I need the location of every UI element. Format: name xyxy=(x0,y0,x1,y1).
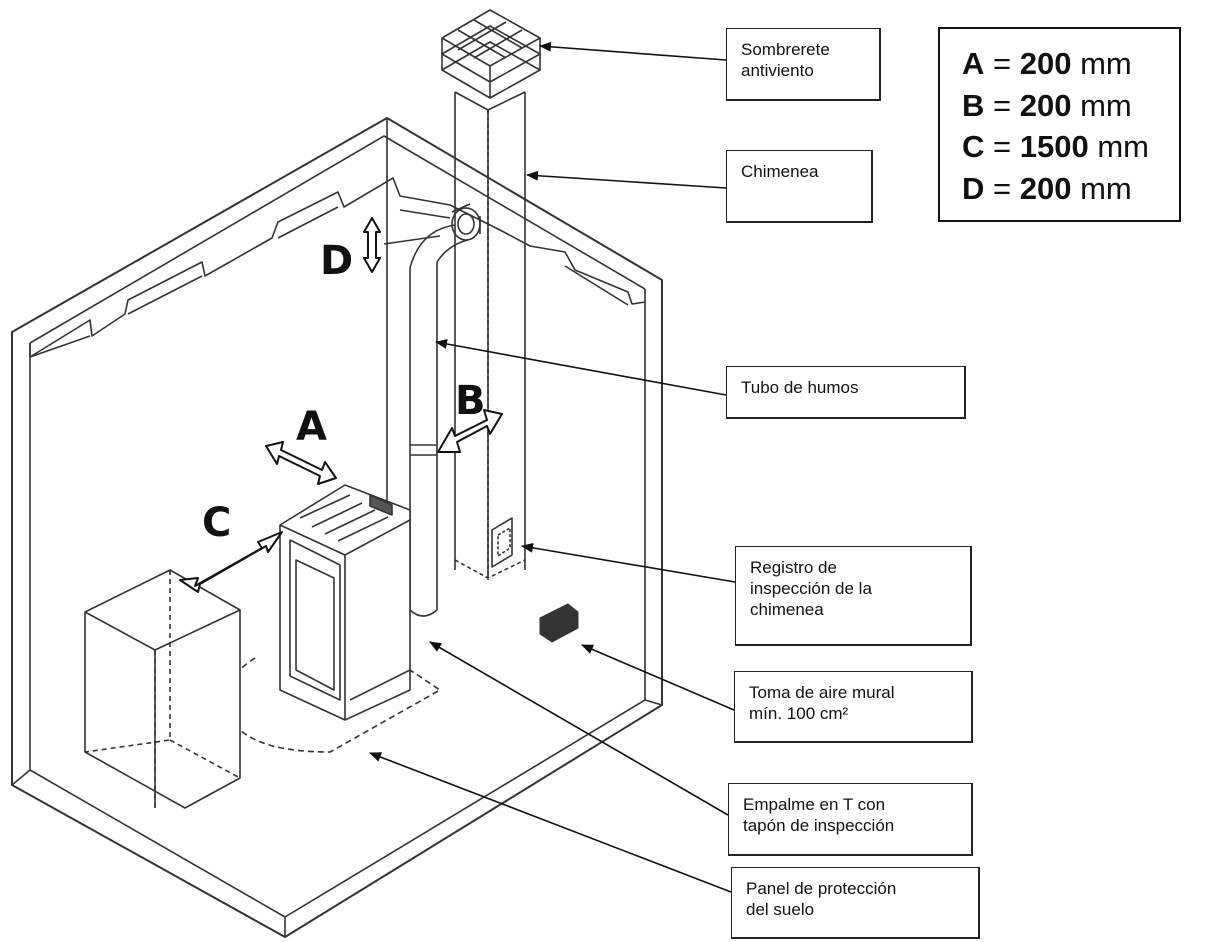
callout-registro: Registro de inspección de la chimenea xyxy=(735,546,972,646)
leader-toma xyxy=(581,644,735,711)
callout-sombrerete: Sombrerete antiviento xyxy=(726,28,881,101)
dimension-letter: D xyxy=(962,170,985,206)
clearance-line-d xyxy=(383,235,441,245)
callout-toma-text: Toma de aire mural mín. 100 cm² xyxy=(749,683,895,723)
dimension-row-b: B = 200 mm xyxy=(962,85,1157,127)
leader-registro xyxy=(521,542,736,583)
callout-toma: Toma de aire mural mín. 100 cm² xyxy=(734,671,973,743)
chimney-inspection-register xyxy=(491,517,513,568)
dimension-unit: mm xyxy=(1071,87,1132,123)
leader-chimenea xyxy=(526,170,727,189)
callout-panel-text: Panel de protección del suelo xyxy=(746,879,897,919)
dim-letter-d: D xyxy=(320,238,353,284)
dimension-unit: mm xyxy=(1071,170,1132,206)
dimension-equals: = xyxy=(984,129,1020,164)
clearance-arrow-b xyxy=(437,409,503,453)
leader-sombrerete xyxy=(539,41,727,61)
clearance-arrow-d xyxy=(363,217,381,273)
wall-air-intake xyxy=(539,603,579,643)
anti-wind-cap xyxy=(441,9,541,99)
dimension-equals: = xyxy=(984,87,1020,123)
dimension-equals: = xyxy=(984,46,1020,81)
clearance-arrow-c xyxy=(179,531,283,593)
dimension-row-d: D = 200 mm xyxy=(962,168,1157,210)
dimension-letter: B xyxy=(962,87,985,123)
dimension-value: 200 xyxy=(1019,46,1072,81)
dimension-value: 200 xyxy=(1019,87,1072,123)
dimension-unit: mm xyxy=(1071,46,1132,81)
dimension-value: 1500 xyxy=(1019,129,1089,164)
callout-empalme-text: Empalme en T con tapón de inspección xyxy=(743,795,895,835)
dimensions-legend: A = 200 mm B = 200 mm C = 1500 mm D = 20… xyxy=(938,27,1181,222)
callout-empalme: Empalme en T con tapón de inspección xyxy=(728,783,973,856)
callout-chimenea-text: Chimenea xyxy=(741,162,819,181)
dimension-row-a: A = 200 mm xyxy=(962,43,1157,85)
callout-tubo-text: Tubo de humos xyxy=(741,378,859,397)
pellet-stove xyxy=(279,484,411,721)
leader-panel xyxy=(369,752,732,893)
side-furniture-block xyxy=(84,569,241,809)
dimension-letter: A xyxy=(962,46,985,81)
callout-chimenea: Chimenea xyxy=(726,150,873,223)
dimension-row-c: C = 1500 mm xyxy=(962,126,1157,168)
dim-letter-a: A xyxy=(296,404,327,450)
callout-panel: Panel de protección del suelo xyxy=(731,867,980,939)
callout-sombrerete-text: Sombrerete antiviento xyxy=(741,40,830,80)
dim-letter-c: C xyxy=(202,500,231,546)
leader-empalme xyxy=(429,641,729,816)
dimension-value: 200 xyxy=(1019,170,1072,206)
dimension-equals: = xyxy=(984,170,1020,206)
dimension-letter: C xyxy=(962,129,985,164)
callout-registro-text: Registro de inspección de la chimenea xyxy=(750,558,872,619)
callout-tubo: Tubo de humos xyxy=(726,366,966,419)
dimension-unit: mm xyxy=(1088,129,1149,164)
leader-tubo xyxy=(435,339,727,396)
room-walls xyxy=(11,117,663,938)
chimney xyxy=(454,91,526,580)
clearance-arrow-a xyxy=(265,441,337,485)
dim-letter-b: B xyxy=(455,378,486,424)
